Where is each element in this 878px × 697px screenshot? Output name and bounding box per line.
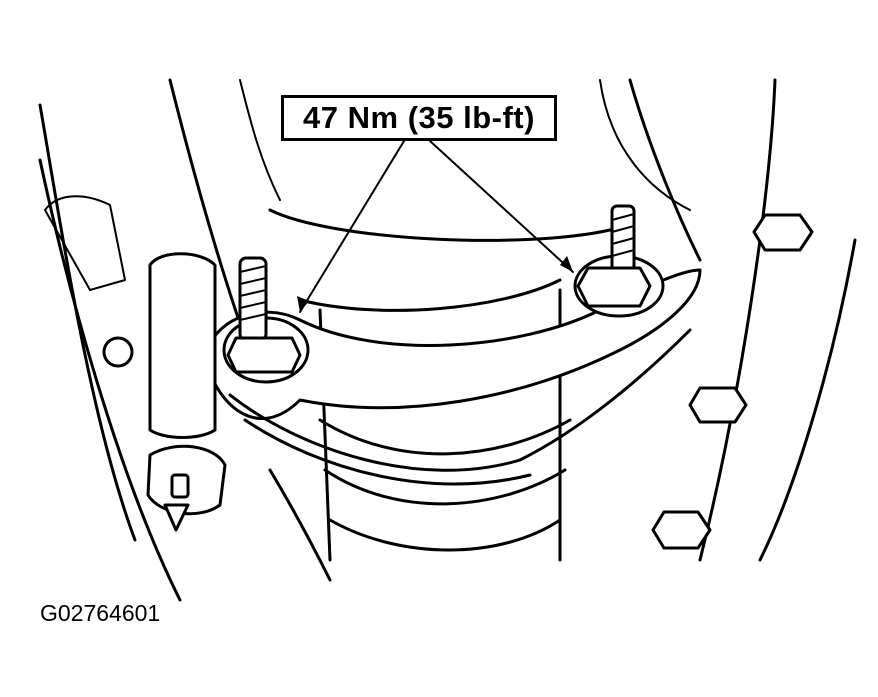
- left-bolt: [226, 256, 302, 374]
- torque-callout: 47 Nm (35 lb-ft): [281, 95, 557, 141]
- right-nuts: [651, 213, 814, 550]
- figure-id: G02764601: [40, 600, 161, 626]
- leader-lines: [297, 140, 574, 313]
- left-bracket: [44, 195, 227, 532]
- right-bolt: [576, 204, 652, 308]
- torque-callout-text: 47 Nm (35 lb-ft): [303, 100, 535, 135]
- frame-outlines: [38, 78, 857, 602]
